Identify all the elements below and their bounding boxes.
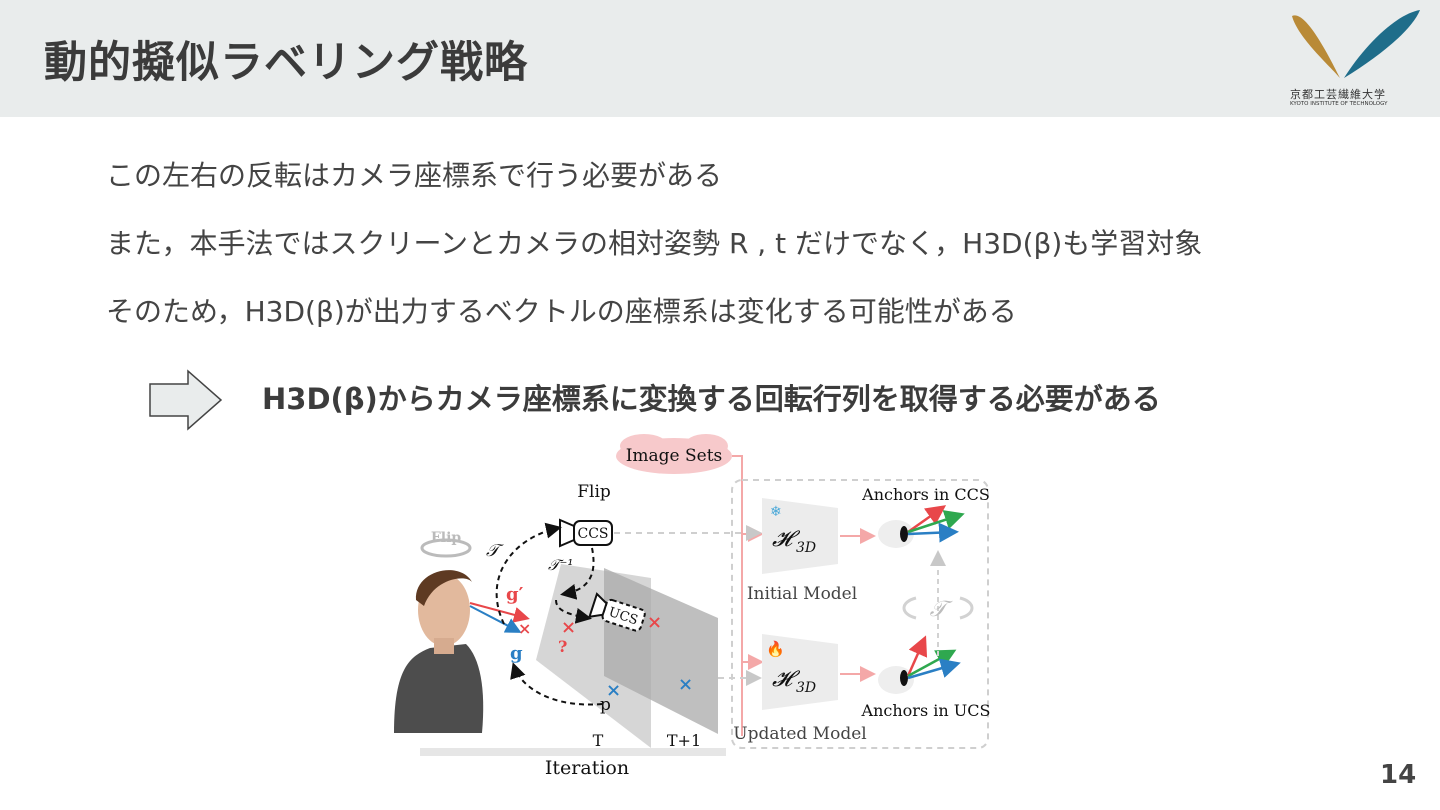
logo-text: 京都工芸繊維大学 — [1290, 86, 1420, 102]
svg-text:CCS: CCS — [577, 526, 608, 542]
image-sets-cloud: Image Sets — [616, 434, 732, 474]
logo-subtext: KYOTO INSTITUTE OF TECHNOLOGY — [1290, 101, 1387, 107]
svg-text:×: × — [561, 617, 576, 638]
t-label: T — [593, 731, 604, 750]
slide-title: 動的擬似ラベリング戦略 — [44, 28, 528, 90]
body-line-2: また，本手法ではスクリーンとカメラの相対姿勢 R , t だけでなく，H3D(β… — [106, 222, 1202, 262]
updated-model: 🔥 𝓗 3D Updated Model — [733, 634, 866, 744]
anchors-ccs — [878, 508, 960, 548]
anchors-ucs — [878, 640, 956, 694]
right-arrow-icon — [146, 368, 226, 432]
flip-icon: Flip — [422, 530, 470, 556]
svg-text:🔥: 🔥 — [766, 640, 785, 658]
svg-text:×: × — [518, 619, 531, 638]
initial-model: ❄ 𝓗 3D Initial Model — [747, 498, 857, 604]
page-number: 14 — [1380, 760, 1416, 790]
body-line-1: この左右の反転はカメラ座標系で行う必要がある — [106, 154, 722, 194]
image-sets-label: Image Sets — [626, 446, 723, 466]
svg-text:3D: 3D — [796, 680, 816, 696]
method-figure: Image Sets Flip Flip g′ g × × ? × × × p … — [386, 428, 998, 784]
anchors-ucs-label: Anchors in UCS — [861, 701, 991, 720]
svg-text:×: × — [678, 674, 693, 695]
g-label: g — [510, 643, 523, 664]
tau-center-label: 𝒯 — [930, 597, 954, 622]
initial-model-label: Initial Model — [747, 584, 857, 604]
ccs-camera-icon: CCS — [560, 520, 612, 546]
iteration-label: Iteration — [545, 757, 629, 779]
svg-text:×: × — [647, 612, 662, 633]
svg-text:❄: ❄ — [770, 504, 782, 520]
svg-text:3D: 3D — [796, 540, 816, 556]
svg-text:Flip: Flip — [431, 530, 462, 546]
tau-inverse-label: 𝒯⁻¹ — [548, 556, 573, 574]
tau-label: 𝒯 — [486, 541, 504, 561]
g-prime-label: g′ — [506, 584, 524, 605]
t1-label: T+1 — [667, 731, 701, 750]
body-line-3: そのため，H3D(β)が出力するベクトルの座標系は変化する可能性がある — [106, 290, 1017, 330]
conclusion-text: H3D(β)からカメラ座標系に変換する回転行列を取得する必要がある — [262, 376, 1161, 418]
updated-model-label: Updated Model — [733, 724, 866, 744]
flip-top-label: Flip — [577, 482, 611, 502]
question-mark: ? — [558, 637, 567, 656]
anchors-ccs-label: Anchors in CCS — [861, 485, 990, 504]
person-photo — [394, 570, 483, 733]
